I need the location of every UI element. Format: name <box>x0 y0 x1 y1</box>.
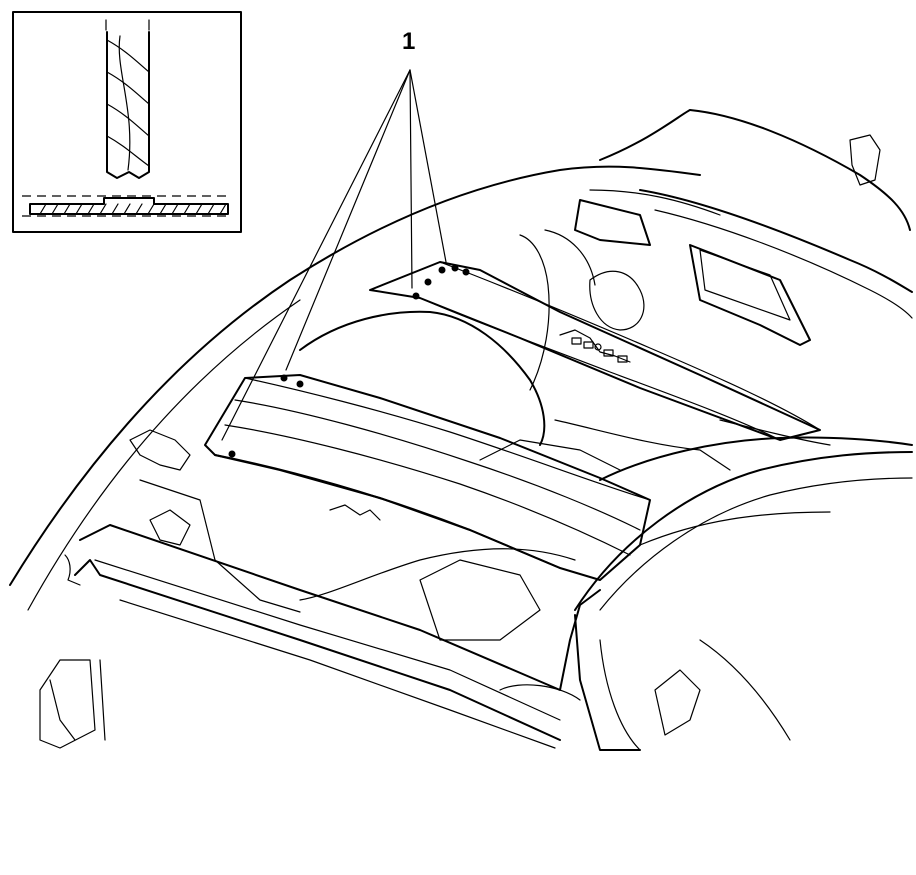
leader-line <box>409 69 413 289</box>
weld-spot <box>424 278 432 286</box>
spot-weld-markers <box>228 264 470 458</box>
callout-leaders <box>221 69 447 441</box>
drill-detail-inset <box>12 11 242 233</box>
weld-spot <box>451 264 459 272</box>
weld-spot <box>228 450 236 458</box>
weld-spot <box>296 380 304 388</box>
weld-spot <box>280 374 288 382</box>
weld-spot <box>462 268 470 276</box>
drill-bit-icon <box>105 19 150 179</box>
sheet-metal-section <box>22 195 232 217</box>
weld-spot <box>438 266 446 274</box>
callout-number: 1 <box>402 28 416 55</box>
vehicle-body-frame <box>9 109 913 751</box>
rear-roof-bow <box>369 261 821 441</box>
leader-line <box>409 69 447 263</box>
weld-spot <box>412 292 420 300</box>
inset-frame <box>12 11 242 233</box>
leader-line <box>285 69 411 371</box>
leader-line <box>221 69 411 441</box>
